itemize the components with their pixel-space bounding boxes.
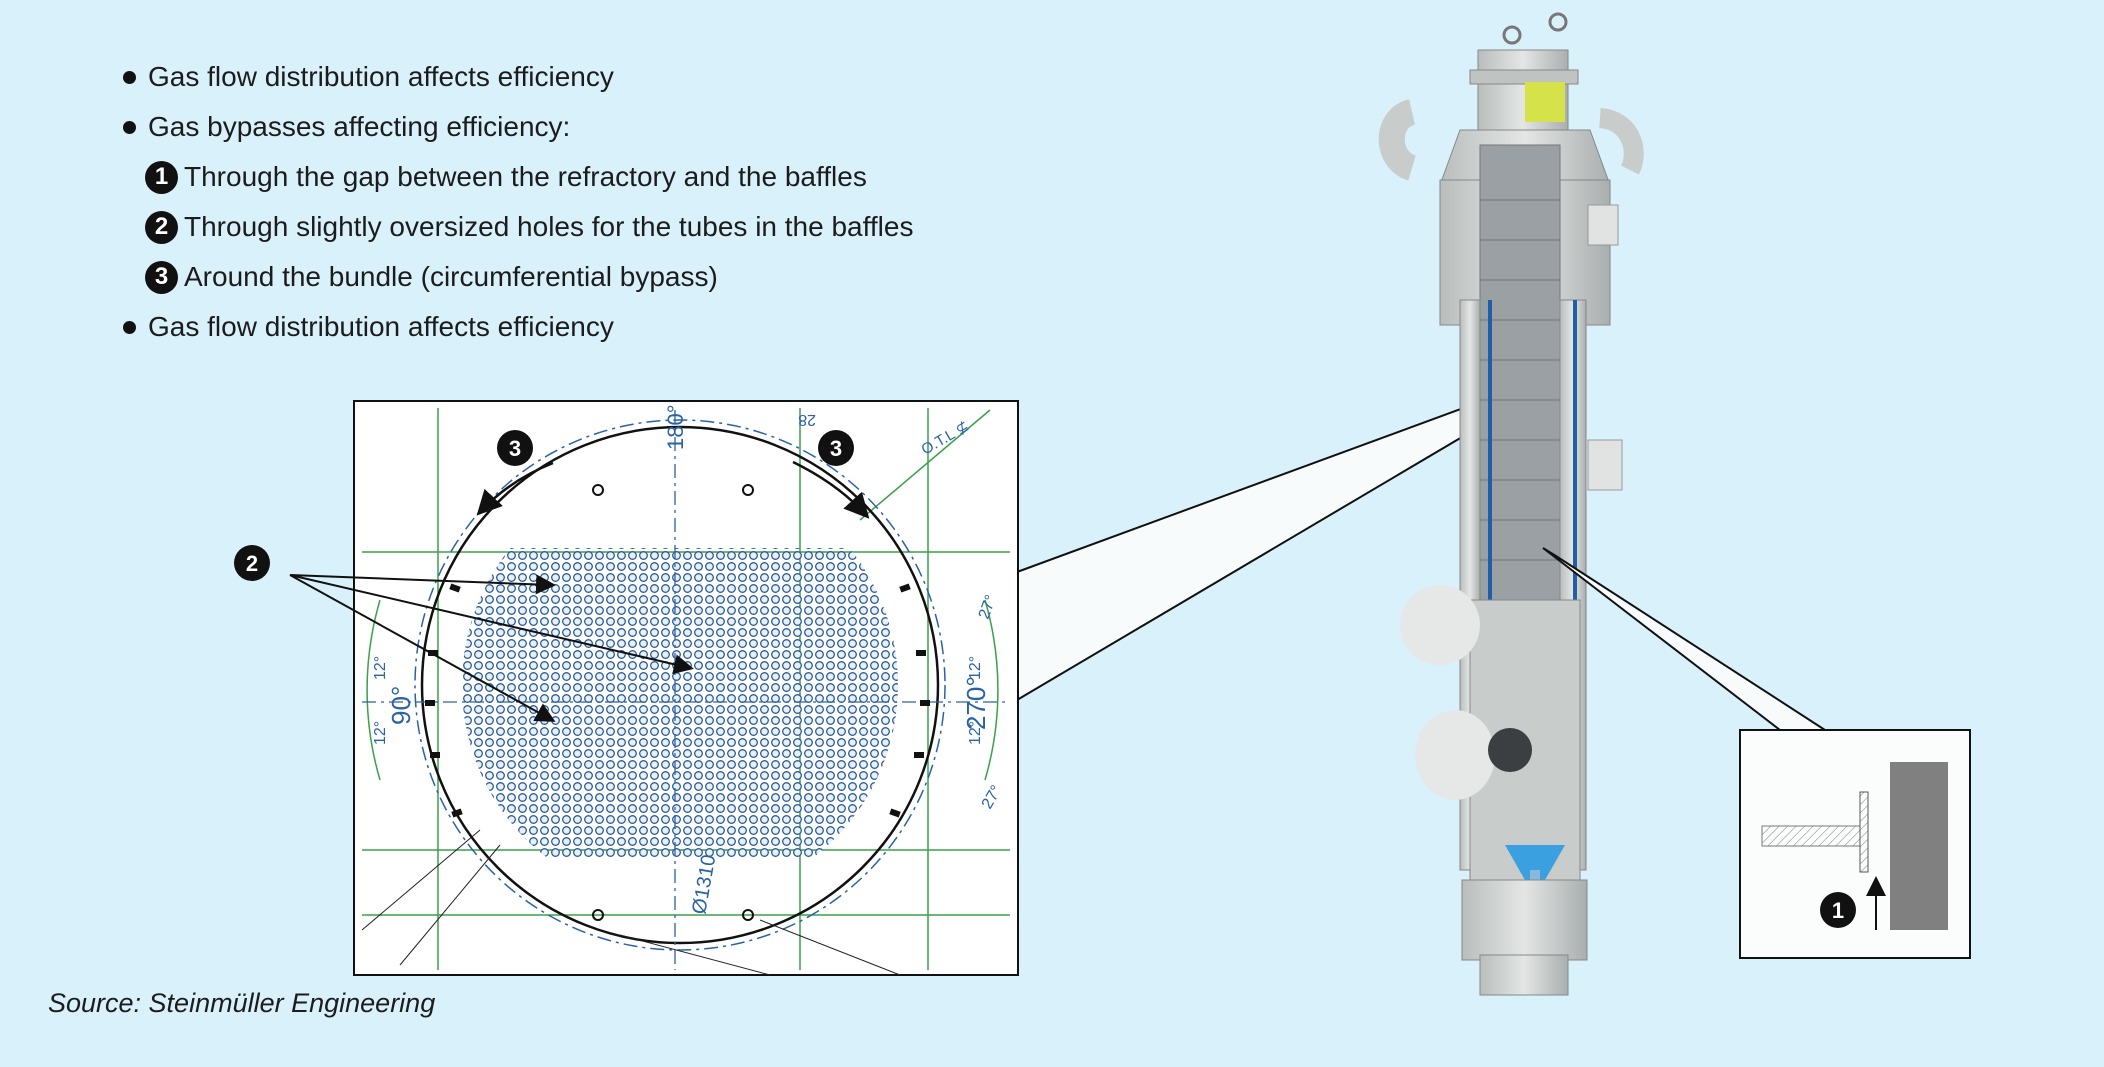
number-badge: 2: [145, 210, 178, 244]
callout-badge-3-right: [818, 430, 854, 466]
callout-badge-3-left: [497, 430, 533, 466]
dim-28-label: 28: [798, 411, 816, 428]
numbered-item: 1 Through the gap between the refractory…: [118, 152, 1018, 202]
angle-label-left: 90°: [386, 686, 416, 725]
callout-badge-3-left-label: 3: [509, 436, 521, 461]
bullet-list: Gas flow distribution affects efficiency…: [118, 52, 1018, 352]
bullet-item: Gas bypasses affecting efficiency:: [118, 102, 1018, 152]
bullet-dot-icon: [123, 320, 136, 334]
angle-label-top: 180°: [663, 404, 688, 450]
number-badge: 1: [145, 160, 178, 194]
number-badge: 3: [145, 260, 178, 294]
source-caption: Source: Steinmüller Engineering: [48, 988, 436, 1018]
bullet-dot-icon: [123, 70, 136, 84]
detail-inset: 1: [1739, 729, 1971, 959]
numbered-text: Through the gap between the refractory a…: [184, 161, 867, 192]
reactor-vessel: [1378, 12, 1644, 996]
bullet-dot-icon: [123, 120, 136, 134]
numbered-text: Through slightly oversized holes for the…: [184, 211, 914, 242]
hole-arrows: [289, 574, 694, 722]
callout-badge-3-right-label: 3: [830, 436, 842, 461]
bullet-item: Gas flow distribution affects efficiency: [118, 302, 1018, 352]
bullet-text: Gas flow distribution affects efficiency: [148, 61, 614, 92]
angle-label-12: 12°: [372, 656, 389, 680]
bypass-arrow-left: [476, 461, 554, 516]
baffle-drawing: 180° 90° 270° Ø1310 12° 12° 12° 12° 27° …: [353, 400, 1019, 976]
callout-badge-2-label: 2: [246, 551, 258, 576]
bullet-text: Gas flow distribution affects efficiency: [148, 311, 614, 342]
bullet-text: Gas bypasses affecting efficiency:: [148, 111, 571, 142]
bypass-arrows: [476, 460, 870, 519]
bypass-arrow-right: [792, 460, 870, 519]
callout-badge-2: [234, 545, 270, 581]
angle-label-12: 12°: [372, 721, 389, 745]
angle-label-12: 12°: [967, 656, 984, 680]
angle-label-12: 12°: [967, 721, 984, 745]
callout-badge-1: [1820, 892, 1856, 928]
numbered-text: Around the bundle (circumferential bypas…: [184, 261, 718, 292]
numbered-item: 3 Around the bundle (circumferential byp…: [118, 252, 1018, 302]
numbered-item: 2 Through slightly oversized holes for t…: [118, 202, 1018, 252]
bullet-item: Gas flow distribution affects efficiency: [118, 52, 1018, 102]
angle-label-right: 270°: [961, 676, 991, 730]
callout-badge-1-label: 1: [1832, 898, 1844, 923]
